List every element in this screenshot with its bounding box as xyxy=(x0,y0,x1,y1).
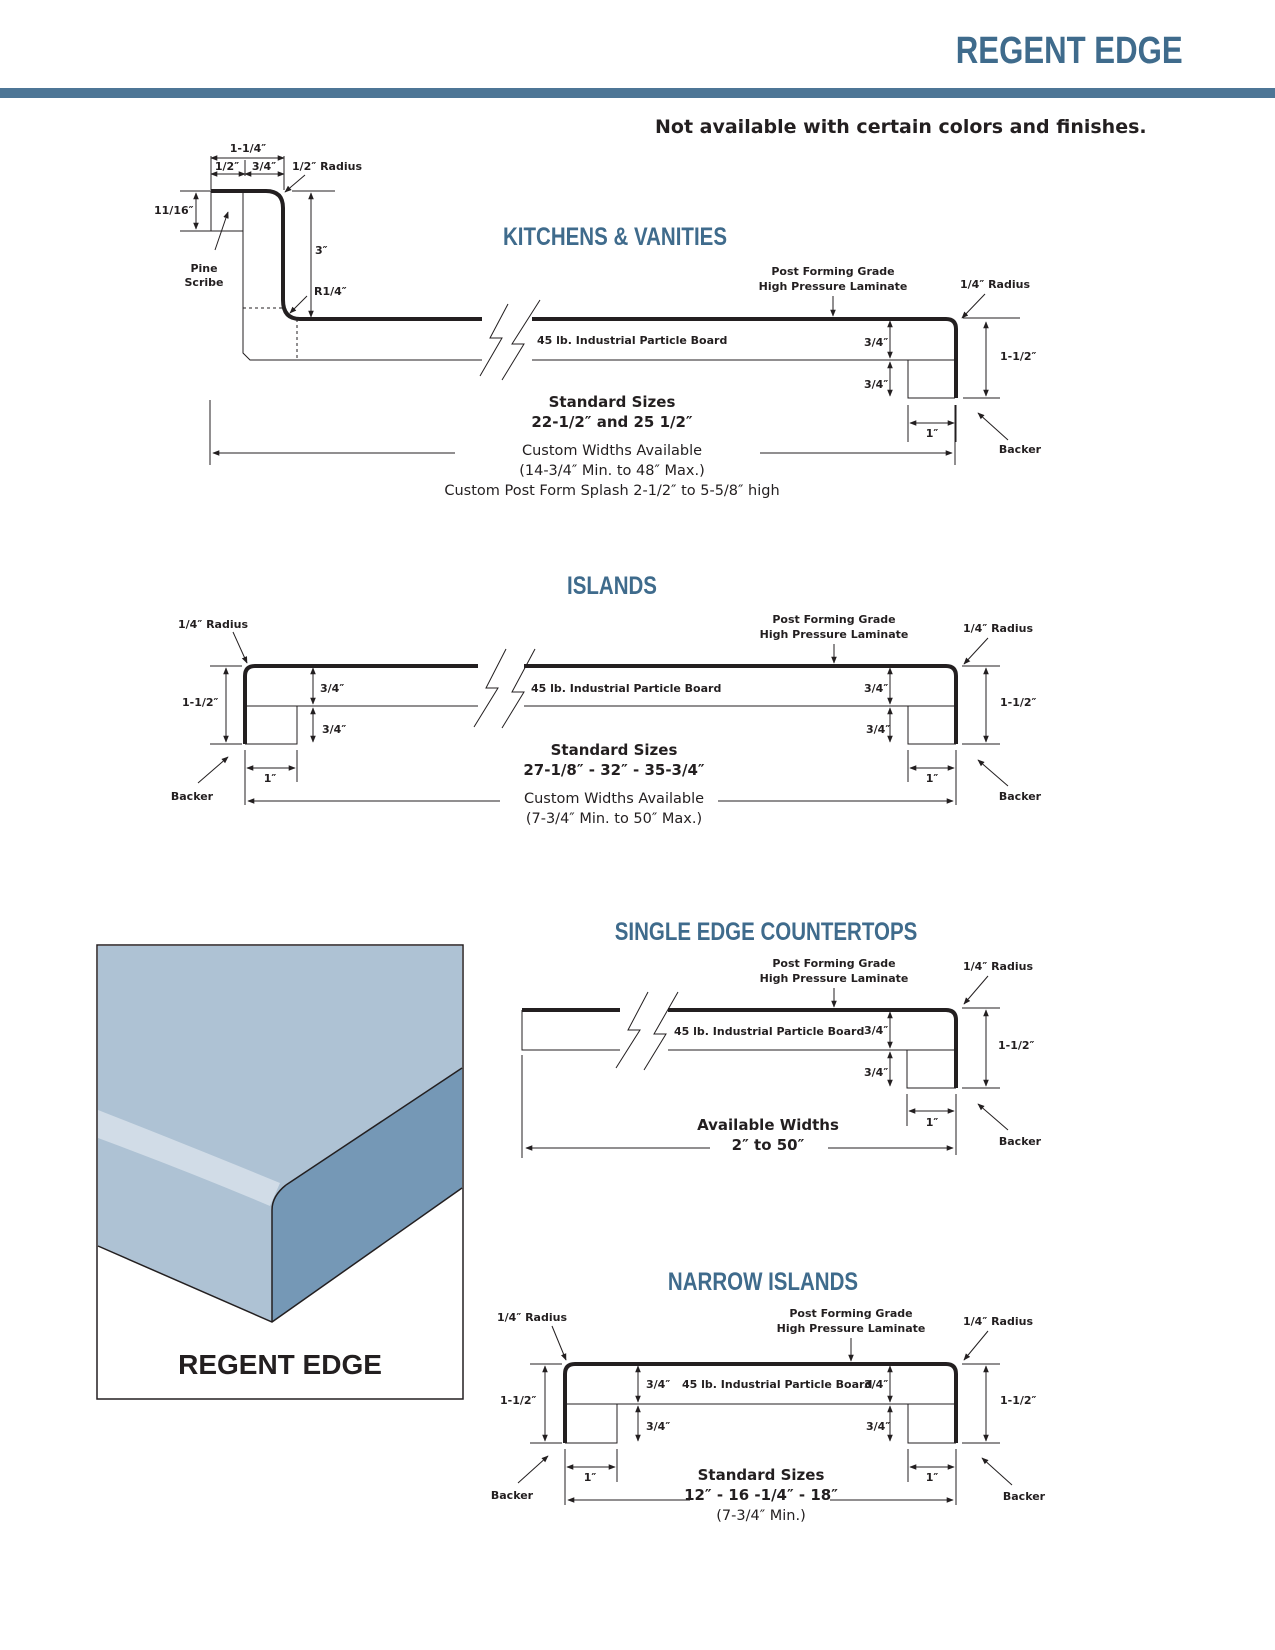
islands-sizes-heading: Standard Sizes xyxy=(551,741,678,759)
islands-section: ISLANDS 45 lb. Industrial Particle Board… xyxy=(171,571,1042,827)
illustration-caption: REGENT EDGE xyxy=(178,1349,382,1380)
islands-custom-range: (7-3/4″ Min. to 50″ Max.) xyxy=(526,811,702,827)
islands-dim-3-4-left-bottom: 3/4″ xyxy=(322,723,346,736)
narrow-dim-3-4-right-bottom: 3/4″ xyxy=(866,1420,890,1433)
narrow-min: (7-3/4″ Min.) xyxy=(716,1508,805,1524)
narrow-radius-right: 1/4″ Radius xyxy=(963,1315,1033,1328)
islands-dim-3-4-right-bottom: 3/4″ xyxy=(866,723,890,736)
islands-dim-1-1-2-left: 1-1/2″ xyxy=(182,696,219,709)
islands-custom-widths: Custom Widths Available xyxy=(524,791,704,807)
kitchens-section: KITCHENS & VANITIES 1-1/4″ 1/2″ 3/4″ 1/2… xyxy=(154,142,1042,499)
narrow-dim-1-1-2-left: 1-1/2″ xyxy=(500,1394,537,1407)
islands-dim-1-right: 1″ xyxy=(926,772,939,785)
single-edge-dim-3-4-bottom: 3/4″ xyxy=(864,1066,888,1079)
narrow-backer-left: Backer xyxy=(491,1489,534,1502)
countertop-edge xyxy=(272,1068,462,1322)
islands-dim-3-4-right-top: 3/4″ xyxy=(864,682,888,695)
islands-radius-left: 1/4″ Radius xyxy=(178,618,248,631)
kitchens-radius-label: 1/4″ Radius xyxy=(960,278,1030,291)
kitchens-sizes-heading: Standard Sizes xyxy=(549,393,676,411)
single-edge-widths-heading: Available Widths xyxy=(697,1116,839,1134)
single-edge-title: SINGLE EDGE COUNTERTOPS xyxy=(615,917,918,945)
label-3-4: 3/4″ xyxy=(252,160,276,173)
kitchens-laminate-profile xyxy=(211,189,958,398)
single-edge-laminate-profile xyxy=(522,1008,958,1088)
single-edge-laminate-line1: Post Forming Grade xyxy=(772,957,895,970)
single-edge-dim-1-1-2: 1-1/2″ xyxy=(998,1039,1035,1052)
narrow-islands-section: NARROW ISLANDS 45 lb. Industrial Particl… xyxy=(491,1267,1046,1524)
single-edge-section: SINGLE EDGE COUNTERTOPS 45 lb. Industria… xyxy=(521,917,1042,1158)
single-edge-dim-3-4-top: 3/4″ xyxy=(864,1024,888,1037)
kitchens-laminate-line2: High Pressure Laminate xyxy=(759,280,908,293)
label-1-1-4: 1-1/4″ xyxy=(230,142,267,155)
kitchens-dim-3-4-bottom: 3/4″ xyxy=(864,378,888,391)
narrow-laminate-line2: High Pressure Laminate xyxy=(777,1322,926,1335)
narrow-dim-1-right: 1″ xyxy=(926,1471,939,1484)
narrow-backer-right: Backer xyxy=(1003,1490,1046,1503)
kitchens-board-label: 45 lb. Industrial Particle Board xyxy=(537,334,727,347)
single-edge-radius: 1/4″ Radius xyxy=(963,960,1033,973)
narrow-radius-left: 1/4″ Radius xyxy=(497,1311,567,1324)
narrow-islands-title: NARROW ISLANDS xyxy=(668,1267,858,1295)
islands-dim-3-4-left-top: 3/4″ xyxy=(320,682,344,695)
label-11-16: 11/16″ xyxy=(154,204,194,217)
islands-sizes-values: 27-1/8″ - 32″ - 35-3/4″ xyxy=(523,761,705,779)
countertop-surface xyxy=(98,946,462,1322)
islands-backer-right: Backer xyxy=(999,790,1042,803)
single-edge-laminate-line2: High Pressure Laminate xyxy=(760,972,909,985)
label-r1-4: R1/4″ xyxy=(314,285,347,298)
narrow-dim-3-4-right-top: 3/4″ xyxy=(864,1378,888,1391)
islands-laminate-line1: Post Forming Grade xyxy=(772,613,895,626)
narrow-board-label: 45 lb. Industrial Particle Board xyxy=(682,1378,872,1391)
surface-highlight xyxy=(98,1110,280,1206)
islands-backer-left: Backer xyxy=(171,790,214,803)
label-1-2: 1/2″ xyxy=(215,160,239,173)
kitchens-sizes-values: 22-1/2″ and 25 1/2″ xyxy=(531,413,693,431)
islands-title: ISLANDS xyxy=(567,571,657,599)
islands-dim-1-left: 1″ xyxy=(264,772,277,785)
kitchens-custom-widths: Custom Widths Available xyxy=(522,443,702,459)
narrow-sizes-values: 12″ - 16 -1/4″ - 18″ xyxy=(684,1486,838,1504)
islands-radius-right: 1/4″ Radius xyxy=(963,622,1033,635)
page-title: REGENT EDGE xyxy=(956,30,1183,72)
label-scribe: Scribe xyxy=(185,276,224,289)
single-edge-dim-1: 1″ xyxy=(926,1116,939,1129)
single-edge-board-label: 45 lb. Industrial Particle Board xyxy=(674,1025,864,1038)
kitchens-dim-3-4-top: 3/4″ xyxy=(864,336,888,349)
kitchens-splash: Custom Post Form Splash 2-1/2″ to 5-5/8″… xyxy=(444,483,779,499)
availability-notice: Not available with certain colors and fi… xyxy=(655,116,1147,138)
kitchens-dim-1-1-2: 1-1/2″ xyxy=(1000,350,1037,363)
narrow-laminate-line1: Post Forming Grade xyxy=(789,1307,912,1320)
title-bar xyxy=(0,88,1275,98)
regent-edge-illustration: REGENT EDGE xyxy=(96,944,464,1400)
islands-board-label: 45 lb. Industrial Particle Board xyxy=(531,682,721,695)
kitchens-title: KITCHENS & VANITIES xyxy=(503,222,727,250)
kitchens-backer-label: Backer xyxy=(999,443,1042,456)
narrow-dim-3-4-left-bottom: 3/4″ xyxy=(646,1420,670,1433)
islands-dim-1-1-2-right: 1-1/2″ xyxy=(1000,696,1037,709)
narrow-dim-1-left: 1″ xyxy=(584,1471,597,1484)
kitchens-dim-1: 1″ xyxy=(926,427,939,440)
islands-laminate-line2: High Pressure Laminate xyxy=(760,628,909,641)
narrow-dim-3-4-left-top: 3/4″ xyxy=(646,1378,670,1391)
narrow-dim-1-1-2-right: 1-1/2″ xyxy=(1000,1394,1037,1407)
label-half-radius: 1/2″ Radius xyxy=(292,160,362,173)
single-edge-widths-values: 2″ to 50″ xyxy=(732,1136,805,1154)
kitchens-laminate-line1: Post Forming Grade xyxy=(771,265,894,278)
label-3: 3″ xyxy=(315,244,328,257)
islands-laminate-profile xyxy=(243,664,958,744)
narrow-islands-laminate-profile xyxy=(563,1362,958,1443)
single-edge-backer: Backer xyxy=(999,1135,1042,1148)
narrow-sizes-heading: Standard Sizes xyxy=(698,1466,825,1484)
kitchens-custom-range: (14-3/4″ Min. to 48″ Max.) xyxy=(519,463,705,479)
label-pine: Pine xyxy=(190,262,217,275)
